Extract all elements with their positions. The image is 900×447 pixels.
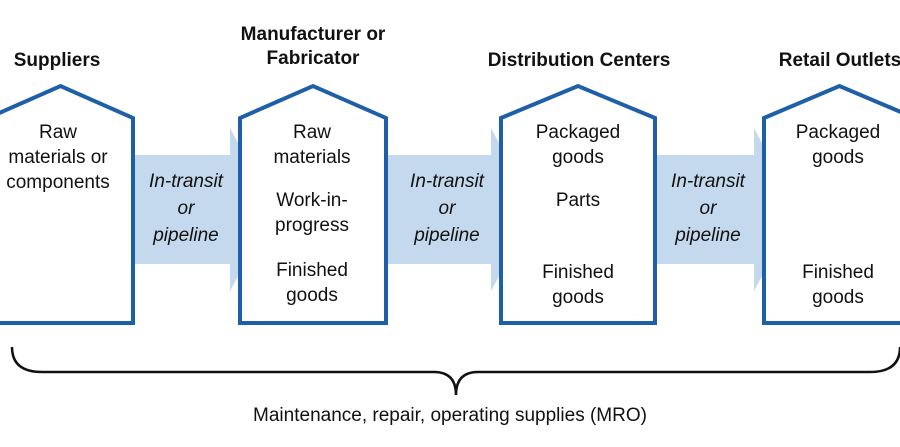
manufacturer-raw-materials: Raw materials	[273, 122, 351, 168]
stage-heading-distribution-centers: Distribution Centers	[487, 50, 671, 71]
transit-arrow-2	[386, 128, 535, 291]
transit-label-3: In-transit or pipeline	[671, 171, 745, 246]
distribution-house	[499, 83, 657, 325]
manufacturer-finished-goods: Finished goods	[276, 260, 348, 306]
manufacturer-house	[238, 83, 388, 325]
retail-house	[762, 83, 900, 325]
suppliers-raw-materials: Raw materials or components	[6, 122, 110, 193]
distribution-parts: Parts	[555, 190, 601, 211]
distribution-packaged-goods: Packaged goods	[535, 122, 621, 168]
transit-label-1: In-transit or pipeline	[149, 171, 223, 246]
mro-label: Maintenance, repair, operating supplies …	[253, 405, 647, 426]
mro-brace	[10, 346, 900, 396]
retail-finished-goods: Finished goods	[802, 262, 874, 308]
retail-packaged-goods: Packaged goods	[795, 122, 881, 168]
manufacturer-work-in-progress: Work-in- progress	[275, 190, 349, 236]
stage-heading-manufacturer: Manufacturer or Fabricator	[240, 24, 386, 69]
transit-label-2: In-transit or pipeline	[410, 171, 484, 246]
stage-heading-suppliers: Suppliers	[13, 50, 101, 71]
suppliers-house	[0, 83, 135, 325]
distribution-finished-goods: Finished goods	[542, 262, 614, 308]
stage-heading-retail-outlets: Retail Outlets	[778, 50, 900, 71]
